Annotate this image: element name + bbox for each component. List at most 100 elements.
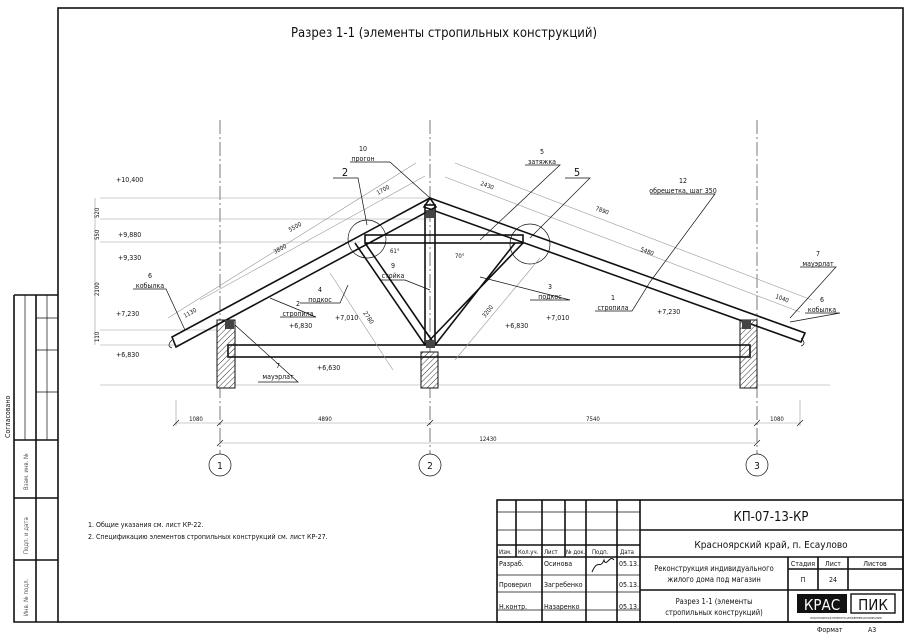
svg-text:+9,880: +9,880	[118, 231, 141, 239]
label-detail-2: 2	[342, 166, 348, 179]
svg-text:2: 2	[427, 461, 433, 472]
svg-text:мауэрлат: мауэрлат	[262, 373, 294, 381]
svg-text:2430: 2430	[479, 180, 495, 191]
stamp-sign-date: Подп. и дата	[23, 517, 30, 554]
note-1: 1. Общие указания см. лист КР-22.	[88, 521, 203, 529]
svg-text:Подп.: Подп.	[592, 549, 609, 556]
svg-text:+10,400: +10,400	[116, 176, 143, 184]
svg-text:1700: 1700	[376, 184, 392, 197]
svg-text:+7,230: +7,230	[657, 308, 680, 316]
stamp-inv-orig: Инв. № подл.	[23, 578, 30, 616]
svg-text:Проверил: Проверил	[499, 581, 531, 589]
svg-text:Разраб.: Разраб.	[499, 560, 524, 568]
right-wall	[739, 319, 758, 389]
svg-text:подкос: подкос	[538, 293, 562, 301]
company-logo: КРАС ПИК КРАСНОЯРСКАЯ ПРОЕКТНО-ИНЖЕНЕРНА…	[797, 593, 896, 620]
label-mauerlat-right: 7 мауэрлат	[802, 250, 834, 268]
svg-text:6: 6	[820, 296, 824, 304]
svg-text:3200: 3200	[481, 304, 495, 320]
svg-text:Лист: Лист	[825, 560, 841, 568]
svg-text:КРАС: КРАС	[804, 596, 840, 614]
svg-text:05.13.: 05.13.	[619, 581, 639, 589]
drawing-title: Разрез 1-1 (элементы стропильных констру…	[291, 26, 597, 41]
svg-text:мауэрлат: мауэрлат	[802, 260, 834, 268]
svg-text:9: 9	[391, 262, 395, 270]
svg-text:5500: 5500	[288, 221, 304, 234]
svg-text:Дата: Дата	[620, 549, 634, 556]
svg-text:Стадия: Стадия	[791, 560, 815, 568]
svg-text:7: 7	[816, 250, 820, 258]
svg-text:520: 520	[94, 207, 101, 218]
svg-text:кобылка: кобылка	[808, 306, 836, 314]
side-stamp: Согласовано Взам. инв. № Подп. и дата Ин…	[4, 294, 58, 623]
stamp-replace-inv: Взам. инв. №	[23, 453, 30, 490]
label-rafter-right: 1 стропила	[597, 294, 628, 312]
svg-text:1: 1	[217, 461, 223, 472]
svg-text:Разрез 1-1 (элементы: Разрез 1-1 (элементы	[676, 597, 753, 606]
svg-text:10: 10	[359, 145, 367, 153]
braces	[354, 242, 524, 346]
svg-text:Назаренко: Назаренко	[544, 603, 580, 611]
svg-text:подкос: подкос	[308, 296, 332, 304]
svg-text:1: 1	[611, 294, 615, 302]
roof-structure	[168, 196, 807, 389]
svg-text:5: 5	[540, 148, 544, 156]
doc-code: КП-07-13-КР	[734, 510, 809, 525]
svg-text:3: 3	[548, 283, 552, 291]
svg-text:Н.контр.: Н.контр.	[499, 603, 527, 611]
stamp-agreed: Согласовано	[4, 396, 12, 438]
svg-text:стропильных конструкций): стропильных конструкций)	[665, 608, 763, 617]
svg-text:кобылка: кобылка	[136, 282, 164, 290]
svg-text:обрешетка, шаг 350: обрешетка, шаг 350	[649, 187, 717, 195]
detail-2-circle	[347, 219, 387, 259]
svg-text:Формат: Формат	[817, 626, 843, 634]
svg-text:24: 24	[829, 576, 837, 584]
svg-text:12: 12	[679, 177, 687, 185]
svg-text:стропила: стропила	[597, 304, 628, 312]
svg-text:Изм.: Изм.	[499, 549, 512, 556]
svg-text:1080: 1080	[770, 416, 784, 423]
label-battens: 12 обрешетка, шаг 350	[649, 177, 717, 195]
location: Красноярский край, п. Есаулово	[694, 540, 848, 551]
svg-text:+6,830: +6,830	[116, 351, 139, 359]
label-brace-right: 3 подкос	[538, 283, 562, 301]
svg-text:5480: 5480	[639, 246, 655, 257]
svg-text:+6,830: +6,830	[289, 322, 312, 330]
grid-axes: 1 2 3	[208, 120, 769, 477]
svg-text:ПИК: ПИК	[858, 596, 888, 614]
ceiling-beam	[227, 344, 751, 358]
svg-text:7: 7	[276, 362, 280, 370]
svg-text:70°: 70°	[455, 253, 465, 260]
svg-text:Кол.уч.: Кол.уч.	[518, 549, 539, 556]
svg-text:7890: 7890	[594, 205, 610, 216]
svg-text:+7,010: +7,010	[546, 314, 569, 322]
svg-text:стойка: стойка	[382, 272, 405, 280]
axis-marker-1	[208, 453, 232, 477]
center-wall	[420, 351, 439, 389]
vertical-dims: 520 550 2100 110	[94, 207, 101, 342]
roof-dim-labels: 5500 1700 3800 1130 2430 7890 5480 1040 …	[183, 180, 791, 326]
svg-text:550: 550	[94, 229, 101, 240]
axis-marker-2	[418, 453, 442, 477]
label-detail-5: 5	[574, 166, 580, 179]
svg-text:12430: 12430	[479, 436, 497, 443]
svg-text:+9,330: +9,330	[118, 254, 141, 262]
collar-tie	[364, 234, 524, 244]
svg-text:стропила: стропила	[282, 310, 313, 318]
svg-text:П: П	[801, 576, 806, 584]
svg-text:4: 4	[318, 286, 322, 294]
label-post: 9 стойка	[382, 262, 405, 280]
svg-text:1080: 1080	[189, 416, 203, 423]
svg-text:+6,830: +6,830	[505, 322, 528, 330]
svg-text:61°: 61°	[390, 248, 400, 255]
sheet-frame	[57, 7, 904, 623]
svg-text:1130: 1130	[183, 307, 199, 320]
svg-text:КРАСНОЯРСКАЯ ПРОЕКТНО-ИНЖЕНЕРН: КРАСНОЯРСКАЯ ПРОЕКТНО-ИНЖЕНЕРНАЯ КОМПАНИ…	[810, 616, 881, 620]
note-2: 2. Спецификацию элементов стропильных ко…	[88, 533, 328, 541]
right-rafter	[422, 197, 807, 344]
